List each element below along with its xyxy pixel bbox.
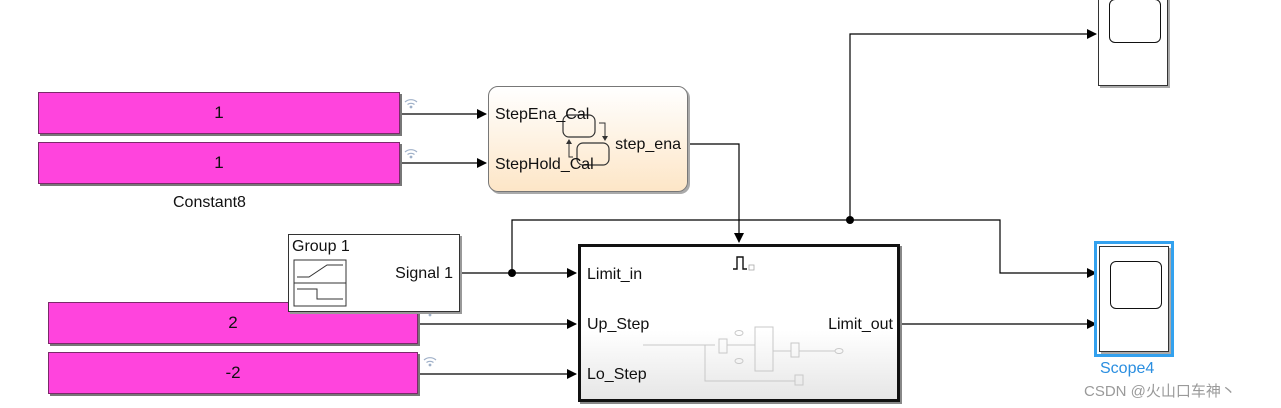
scope-screen	[1110, 261, 1162, 309]
constant-value: -2	[225, 363, 241, 382]
chart-input-port-label: StepEna_Cal	[495, 106, 590, 123]
limiter-subsystem-block[interactable]: Limit_in Up_Step Lo_Step Limit_out	[578, 244, 900, 402]
state-machine-icon	[562, 114, 610, 166]
trigger-pulse-icon	[733, 256, 755, 271]
signal-builder-output-label: Signal 1	[395, 265, 453, 282]
constant-block-1[interactable]: 1	[38, 92, 400, 134]
subsystem-input-port-label: Up_Step	[587, 316, 650, 333]
constant-value: 1	[214, 153, 224, 172]
signal-stream-icon	[423, 357, 437, 367]
signal-stream-icon	[404, 99, 418, 109]
signal-waveform-icon	[293, 259, 347, 307]
scope-selection-outline	[1094, 241, 1174, 357]
scope4-name-label: Scope4	[1100, 360, 1155, 377]
subsystem-input-port-label: Limit_in	[587, 266, 643, 283]
constant-value: 2	[228, 313, 238, 332]
constant-block-2[interactable]: 1	[38, 142, 400, 184]
subsystem-content-icon	[643, 326, 844, 386]
watermark: CSDN @火山口车神丶	[1084, 383, 1236, 400]
stateflow-chart-block[interactable]: StepEna_Cal StepHold_Cal step_ena	[488, 86, 688, 192]
scope-block-top[interactable]	[1098, 0, 1168, 86]
subsystem-output-port-label: Limit_out	[828, 316, 893, 333]
subsystem-input-port-label: Lo_Step	[587, 366, 647, 383]
chart-input-port-label: StepHold_Cal	[495, 156, 594, 173]
constant-block-4[interactable]: -2	[48, 352, 418, 394]
scope4-block[interactable]	[1099, 246, 1169, 352]
chart-output-port-label: step_ena	[615, 136, 681, 153]
constant-value: 1	[214, 103, 224, 122]
constant-block-name: Constant8	[173, 194, 246, 211]
scope-screen	[1109, 0, 1161, 43]
signal-builder-group-title: Group 1	[292, 238, 350, 255]
signal-stream-icon	[404, 149, 418, 159]
signal-builder-block[interactable]: Group 1 Signal 1	[288, 234, 460, 312]
